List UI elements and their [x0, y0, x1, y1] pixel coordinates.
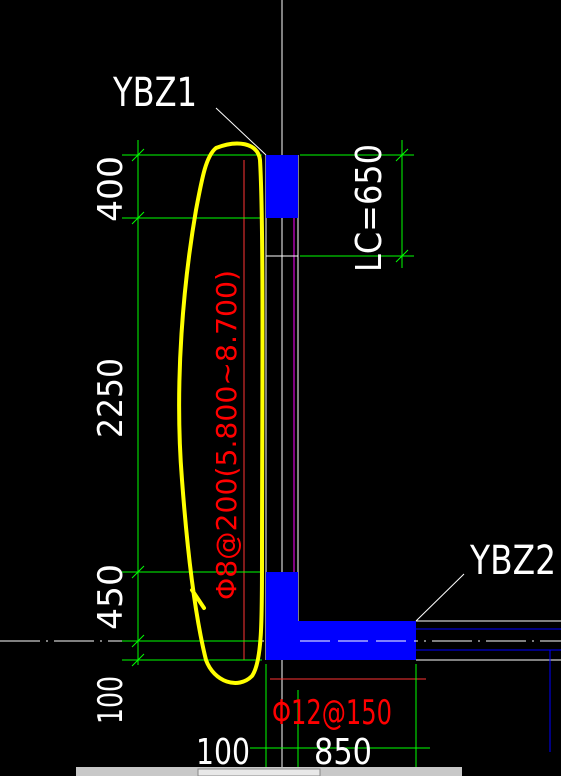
ybz2-column	[266, 572, 416, 660]
dim-bottom-100: 100	[196, 732, 250, 773]
ybz2-leader	[415, 573, 465, 622]
ybz1-column	[266, 155, 298, 218]
ybz1-leader	[215, 107, 267, 156]
dim-bottom-850: 850	[314, 732, 372, 773]
dim-left-2250: 2250	[91, 358, 131, 438]
left-dimension-chain	[122, 140, 262, 667]
lc-label: LC=650	[349, 144, 390, 272]
dim-left-400: 400	[91, 156, 131, 222]
dim-left-450: 450	[91, 564, 131, 630]
ybz2-label: YBZ2	[469, 538, 556, 584]
bottom-scrollbar-thumb[interactable]	[197, 768, 321, 776]
rebar-vertical-label: Φ8@200(5.800~8.700)	[210, 270, 243, 600]
ybz1-label: YBZ1	[112, 70, 197, 116]
bottom-dimension	[250, 664, 430, 776]
lc-dimension	[300, 140, 414, 268]
dim-left-100: 100	[91, 676, 131, 724]
yellow-highlight-ellipse	[177, 141, 265, 685]
rebar-horizontal-label: Φ12@150	[272, 693, 392, 733]
